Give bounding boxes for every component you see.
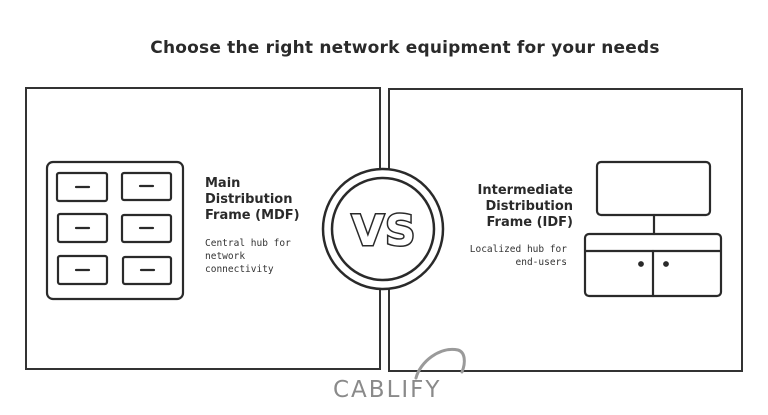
idf-heading: Intermediate Distribution Frame (IDF) bbox=[452, 183, 573, 231]
description-line: Central hub for bbox=[205, 238, 291, 249]
description-line: Localized hub for bbox=[469, 244, 567, 255]
vs-label: VS bbox=[352, 206, 417, 255]
page-title: Choose the right network equipment for y… bbox=[150, 38, 660, 58]
mdf-heading: Main Distribution Frame (MDF) bbox=[205, 176, 325, 224]
idf-description: Localized hub for end-users bbox=[452, 243, 567, 269]
heading-line: Distribution bbox=[485, 199, 573, 214]
heading-line: Intermediate bbox=[477, 183, 573, 198]
idf-equipment-icon bbox=[583, 160, 723, 298]
heading-line: Main bbox=[205, 176, 241, 191]
mdf-description: Central hub for network connectivity bbox=[205, 237, 325, 276]
description-line: network bbox=[205, 251, 246, 262]
logo-swoosh-icon bbox=[414, 347, 466, 380]
heading-line: Frame (MDF) bbox=[205, 208, 300, 223]
description-line: end-users bbox=[515, 257, 567, 268]
mdf-cabinet-icon bbox=[45, 160, 185, 301]
description-line: connectivity bbox=[205, 264, 274, 275]
heading-line: Frame (IDF) bbox=[486, 215, 573, 230]
heading-line: Distribution bbox=[205, 192, 293, 207]
brand-logo: CABLIFY bbox=[333, 377, 442, 403]
vs-badge: VS bbox=[321, 167, 445, 291]
